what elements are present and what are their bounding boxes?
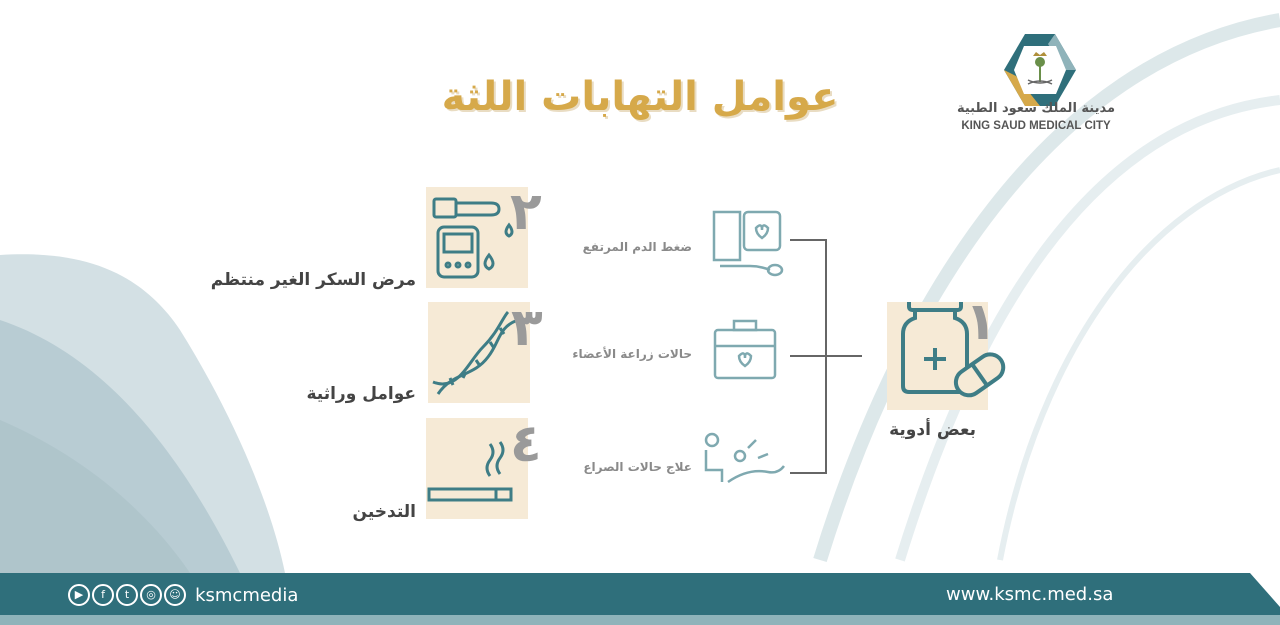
factor-number-3: ٣ [511, 298, 543, 358]
first-aid-kit-icon [713, 319, 777, 380]
glucose-meter-icon [432, 197, 514, 279]
connector-line [790, 239, 827, 241]
youtube-icon[interactable]: ▶ [68, 584, 90, 606]
blood-pressure-monitor-icon [712, 210, 784, 277]
factor-box-smoking [426, 418, 528, 519]
factor-label-genetics: عوامل وراثية [306, 384, 416, 404]
factor-label-medicines: بعض أدوية [889, 420, 976, 440]
medicine-label-seizures: علاج حالات الصراع [583, 460, 692, 474]
website-link[interactable]: www.ksmc.med.sa [946, 584, 1114, 605]
logo-arabic-text: مدينة الملك سعود الطبية [956, 101, 1116, 116]
factor-number-2: ٢ [510, 182, 542, 242]
factor-number-4: ٤ [510, 414, 542, 474]
factor-number-1: ١ [965, 292, 997, 352]
ksmc-logo-icon [1004, 34, 1076, 106]
dna-icon [432, 310, 519, 395]
medicine-label-blood-pressure: ضغط الدم المرتفع [582, 240, 692, 254]
page-title: عوامل التهابات اللثة [441, 74, 839, 120]
facebook-icon[interactable]: f [92, 584, 114, 606]
logo-english-text: KING SAUD MEDICAL CITY [961, 120, 1111, 132]
factor-box-diabetes [426, 187, 528, 288]
connector-line [790, 472, 827, 474]
factor-box-medicines [887, 294, 1006, 410]
factor-label-smoking: التدخين [352, 502, 416, 522]
factor-label-diabetes: مرض السكر الغير منتظم [210, 270, 416, 290]
cigarette-icon [427, 441, 513, 502]
twitter-icon[interactable]: t [116, 584, 138, 606]
factor-box-genetics [428, 302, 530, 403]
snapchat-icon[interactable]: ☺ [164, 584, 186, 606]
instagram-icon[interactable]: ◎ [140, 584, 162, 606]
seizure-icon [704, 432, 785, 484]
medicine-bottle-icon [901, 294, 1006, 398]
footer-background [0, 573, 1280, 625]
social-handle[interactable]: ksmcmedia [195, 584, 299, 606]
connector-line [825, 239, 827, 474]
medicine-label-organ-transplant: حالات زراعة الأعضاء [572, 347, 692, 361]
